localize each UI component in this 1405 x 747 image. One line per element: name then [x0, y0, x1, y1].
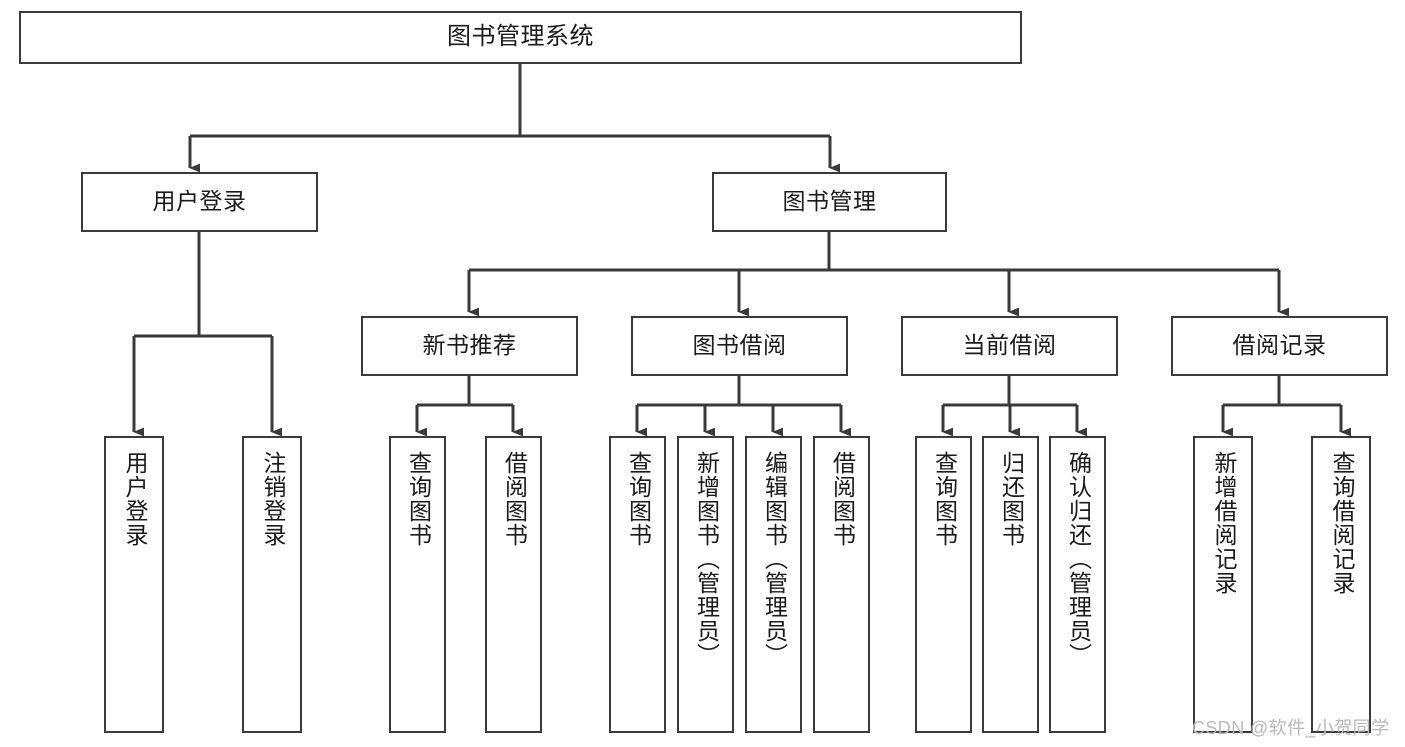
- node-leaf-logout-login[interactable]: 注销登录: [242, 436, 302, 733]
- node-label: 新增借阅记录: [1210, 451, 1237, 595]
- node-label: 图书管理: [782, 188, 877, 215]
- node-leaf-query-book-3[interactable]: 查询图书: [915, 436, 972, 733]
- node-label: 借阅图书: [501, 451, 528, 547]
- node-label: 编辑图书（管理员）: [761, 451, 788, 667]
- node-label: 新增图书（管理员）: [693, 451, 720, 667]
- csdn-watermark: CSDN @软件_小贺同学: [1192, 718, 1390, 738]
- node-borrow-record[interactable]: 借阅记录: [1171, 316, 1388, 376]
- node-root-system[interactable]: 图书管理系统: [19, 11, 1022, 64]
- node-leaf-borrow-book-1[interactable]: 借阅图书: [485, 436, 542, 733]
- node-book-borrow[interactable]: 图书借阅: [631, 316, 848, 376]
- node-label: 新书推荐: [422, 332, 517, 359]
- node-label: 用户登录: [152, 188, 247, 215]
- node-leaf-borrow-book-2[interactable]: 借阅图书: [813, 436, 870, 733]
- node-leaf-query-book-1[interactable]: 查询图书: [389, 436, 446, 733]
- node-label: 确认归还（管理员）: [1065, 451, 1092, 667]
- node-leaf-query-record[interactable]: 查询借阅记录: [1311, 436, 1371, 733]
- node-leaf-edit-book[interactable]: 编辑图书（管理员）: [745, 436, 802, 733]
- node-leaf-add-book[interactable]: 新增图书（管理员）: [677, 436, 734, 733]
- node-label: 查询图书: [405, 451, 432, 547]
- node-label: 图书管理系统: [447, 23, 594, 51]
- node-new-book-recommend[interactable]: 新书推荐: [361, 316, 578, 376]
- node-label: 图书借阅: [692, 332, 787, 359]
- node-leaf-add-record[interactable]: 新增借阅记录: [1193, 436, 1253, 733]
- node-leaf-return-book[interactable]: 归还图书: [982, 436, 1039, 733]
- node-label: 借阅记录: [1232, 332, 1327, 359]
- node-label: 查询图书: [931, 451, 958, 547]
- node-leaf-confirm-return[interactable]: 确认归还（管理员）: [1049, 436, 1106, 733]
- node-book-management[interactable]: 图书管理: [712, 172, 947, 232]
- node-current-borrow[interactable]: 当前借阅: [901, 316, 1118, 376]
- node-label: 查询借阅记录: [1328, 451, 1355, 595]
- node-label: 注销登录: [259, 451, 286, 547]
- node-leaf-user-login[interactable]: 用户登录: [104, 436, 164, 733]
- node-label: 查询图书: [625, 451, 652, 547]
- node-label: 归还图书: [998, 451, 1025, 547]
- node-leaf-query-book-2[interactable]: 查询图书: [609, 436, 666, 733]
- node-label: 借阅图书: [829, 451, 856, 547]
- node-label: 用户登录: [121, 451, 148, 547]
- node-label: 当前借阅: [962, 332, 1057, 359]
- node-user-login[interactable]: 用户登录: [81, 172, 318, 232]
